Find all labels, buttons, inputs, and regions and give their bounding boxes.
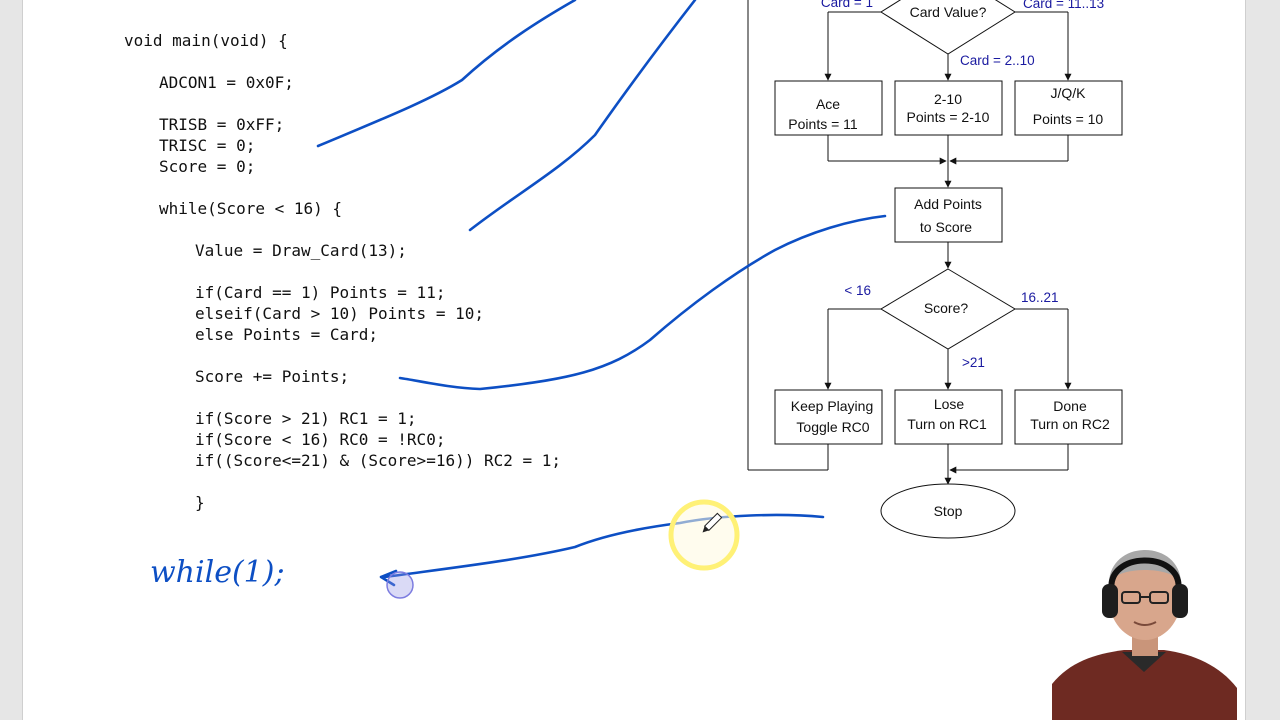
ink-arrowhead: [379, 569, 398, 587]
done-line2: Turn on RC2: [1030, 416, 1110, 432]
jqk-title: J/Q/K: [1050, 85, 1086, 101]
ink-stroke-while: [383, 513, 825, 579]
presenter-sweater: [1052, 650, 1237, 720]
pen-touch-indicator: [386, 571, 414, 599]
code-line: Score = 0;: [159, 157, 256, 176]
whiteboard-page[interactable]: [22, 0, 1245, 720]
ink-stroke-adcon: [316, 0, 577, 148]
presenter-hair: [1109, 550, 1181, 582]
done-line1: Done: [1053, 398, 1087, 414]
code-line: TRISB = 0xFF;: [159, 115, 285, 134]
add-points-line2: to Score: [920, 219, 972, 235]
stop-text: Stop: [934, 503, 963, 519]
code-line: if(Score > 21) RC1 = 1;: [195, 409, 417, 428]
keep-playing-line2: Toggle RC0: [796, 419, 869, 435]
webcam-presenter: [1052, 542, 1237, 720]
stop-terminator: [880, 483, 1016, 539]
presenter-silhouette: [1052, 542, 1237, 720]
keep-playing-line1: Keep Playing: [791, 398, 874, 414]
code-line: Value = Draw_Card(13);: [195, 241, 407, 260]
presenter-mouth: [1133, 621, 1157, 626]
presenter-collar: [1122, 652, 1166, 672]
code-line: else Points = Card;: [195, 325, 379, 344]
lose-line1: Lose: [934, 396, 965, 412]
jqk-points: Points = 10: [1033, 111, 1104, 127]
lt16-label: < 16: [844, 283, 871, 298]
code-line: if((Score<=21) & (Score>=16)) RC2 = 1;: [195, 451, 562, 470]
keep-playing-box: [774, 389, 883, 445]
handwritten-while-loop: while(1);: [150, 555, 285, 590]
ace-points: Points = 11: [788, 116, 858, 132]
code-line: while(Score < 16) {: [159, 199, 343, 218]
code-line: Score += Points;: [195, 367, 350, 386]
two-ten-title: 2-10: [934, 91, 962, 107]
card-number-label: Card = 2..10: [960, 53, 1035, 68]
code-line: if(Card == 1) Points = 11;: [195, 283, 446, 302]
ace-title: Ace: [816, 96, 840, 112]
lose-line2: Turn on RC1: [907, 416, 987, 432]
code-line: ADCON1 = 0x0F;: [159, 73, 294, 92]
range-16-21-label: 16..21: [1021, 290, 1059, 305]
add-points-line1: Add Points: [914, 196, 982, 212]
code-line: TRISC = 0;: [159, 136, 256, 155]
page-left-edge: [22, 0, 23, 720]
ink-stroke-trisc: [468, 0, 697, 232]
code-line: if(Score < 16) RC0 = !RC0;: [195, 430, 446, 449]
code-line: }: [195, 493, 205, 512]
headphones-right-cup: [1172, 584, 1188, 618]
code-line: elseif(Card > 10) Points = 10;: [195, 304, 484, 323]
ink-stroke-score: [398, 214, 887, 391]
card-face-label: Card = 11..13: [1023, 0, 1104, 11]
card-one-label: Card = 1: [821, 0, 873, 10]
code-line: void main(void) {: [124, 31, 288, 50]
headphones-band: [1108, 557, 1182, 593]
card-value-text: Card Value?: [910, 4, 987, 20]
score-text: Score?: [924, 300, 969, 316]
cursor-highlight: [668, 499, 740, 571]
two-ten-points: Points = 2-10: [907, 109, 990, 125]
headphones-left-cup: [1102, 584, 1118, 618]
page-right-edge: [1245, 0, 1246, 720]
gt21-label: >21: [962, 355, 985, 370]
